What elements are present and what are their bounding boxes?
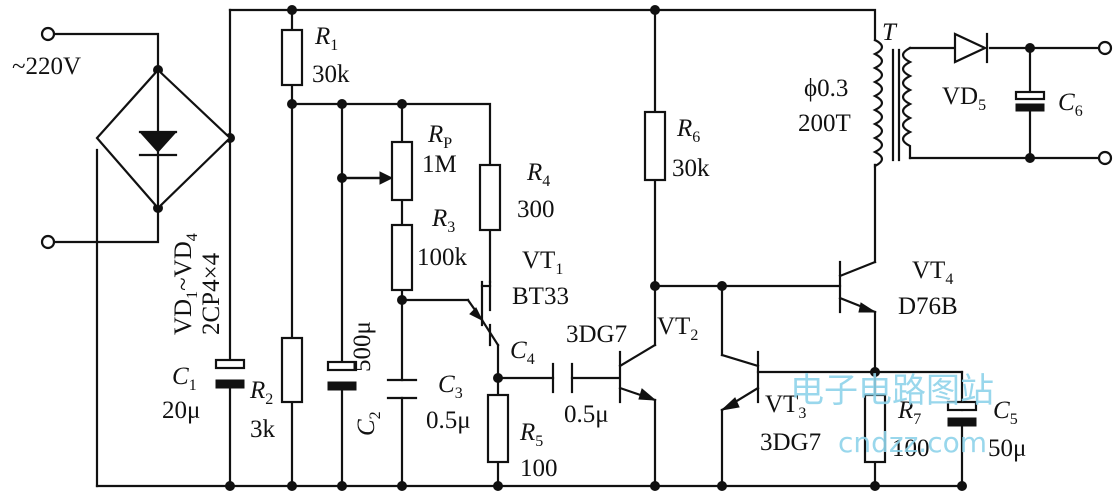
resistor-r1 [280,28,304,87]
r1-value: 30k [312,61,350,88]
r6-label: R6 [676,115,700,146]
mains-label: ~220V [12,53,81,80]
c5-label: C5 [993,397,1018,428]
watermark-url: cndzz.com [838,426,987,459]
svg-text:500μ: 500μ [349,321,376,372]
capacitor-c2 [326,360,358,391]
capacitor-c1 [214,358,246,389]
r4-label: R4 [526,159,550,190]
r1-label: R1 [314,23,338,54]
resistor-r7 [863,393,887,464]
resistor-rp [390,140,414,202]
c4-label: C4 [510,337,535,368]
transformer-label: T [882,19,898,46]
resistors [280,28,887,464]
rp-label: RP [427,121,452,152]
resistor-r2 [280,336,304,404]
c2-label: C2 [353,411,384,436]
vt4-type: D76B [898,293,958,320]
capacitor-c3 [386,378,418,400]
bridge-label: VD1~VD4 2CP4×4 [170,233,225,335]
c1-value: 20μ [162,397,200,424]
r3-label: R3 [431,205,455,236]
svg-text:VD1~VD4: VD1~VD4 [170,233,201,335]
vt3-label: VT3 [765,391,806,422]
capacitor-c5 [946,400,978,427]
watermark-cn: 电子电路图站 [790,371,994,411]
watermark: 电子电路图站 cndzz.com [790,371,994,459]
transformer-wire: ϕ0.3 [804,75,848,102]
c6-label: C6 [1058,89,1083,120]
r2-value: 3k [250,416,276,443]
vt2-emitter-arrow-icon [638,388,657,401]
r6-value: 30k [672,155,710,182]
diode-vd5 [953,32,989,64]
r7-label: R7 [897,397,921,428]
transformer-turns: 200T [798,110,851,137]
resistor-r4 [478,163,502,232]
r2-label: R2 [249,377,273,408]
svg-text:C2: C2 [353,411,384,436]
r7-value: 100 [892,435,930,462]
vd5-diode-icon [953,32,988,64]
vt2-type: 3DG7 [566,321,627,348]
r5-label: R5 [519,419,543,450]
c4-value: 0.5μ [564,401,609,428]
ac-input-terminal-bottom [40,234,56,250]
transformer-t [872,38,913,168]
vd5-label: VD5 [942,83,986,114]
transistor-vt4 [838,260,877,314]
terminals [40,26,1113,250]
vt1-type: BT33 [512,283,569,310]
capacitors [214,90,1046,427]
rp-value: 1M [422,151,457,178]
labels: ~220V VD1~VD4 2CP4×4 R1 30k RP 1M R3 100… [12,19,1083,482]
vt3-type: 3DG7 [760,429,821,456]
ac-input-terminal-top [40,26,56,42]
resistor-r3 [390,223,414,292]
r5-value: 100 [520,455,558,482]
transistor-vt3 [720,350,760,412]
ujt-emitter-arrow-icon [469,307,484,322]
output-terminal-top [1097,40,1113,56]
c2-value: 500μ [349,321,376,372]
unijunction-transistor-vt1 [466,280,500,347]
c3-label: C3 [438,371,463,402]
vt4-label: VT4 [912,257,953,288]
vt3-emitter-arrow-icon [720,397,740,411]
capacitor-c4 [551,362,574,394]
c1-label: C1 [172,363,197,394]
resistor-r5 [486,393,510,464]
capacitor-c6 [1014,90,1046,112]
bridge-rectifier [95,68,232,210]
vt4-emitter-arrow-icon [858,302,877,313]
vt2-label: VT2 [657,313,698,344]
r3-value: 100k [417,244,468,271]
output-terminal-bottom [1097,150,1113,166]
r4-value: 300 [517,196,555,223]
vt1-label: VT1 [522,247,563,278]
c3-value: 0.5μ [426,407,471,434]
potentiometer-wiper-arrow-icon [379,171,394,185]
svg-text:2CP4×4: 2CP4×4 [198,252,225,335]
resistor-r6 [643,110,667,182]
transistor-vt2 [618,343,657,404]
c5-value: 50μ [988,435,1026,462]
